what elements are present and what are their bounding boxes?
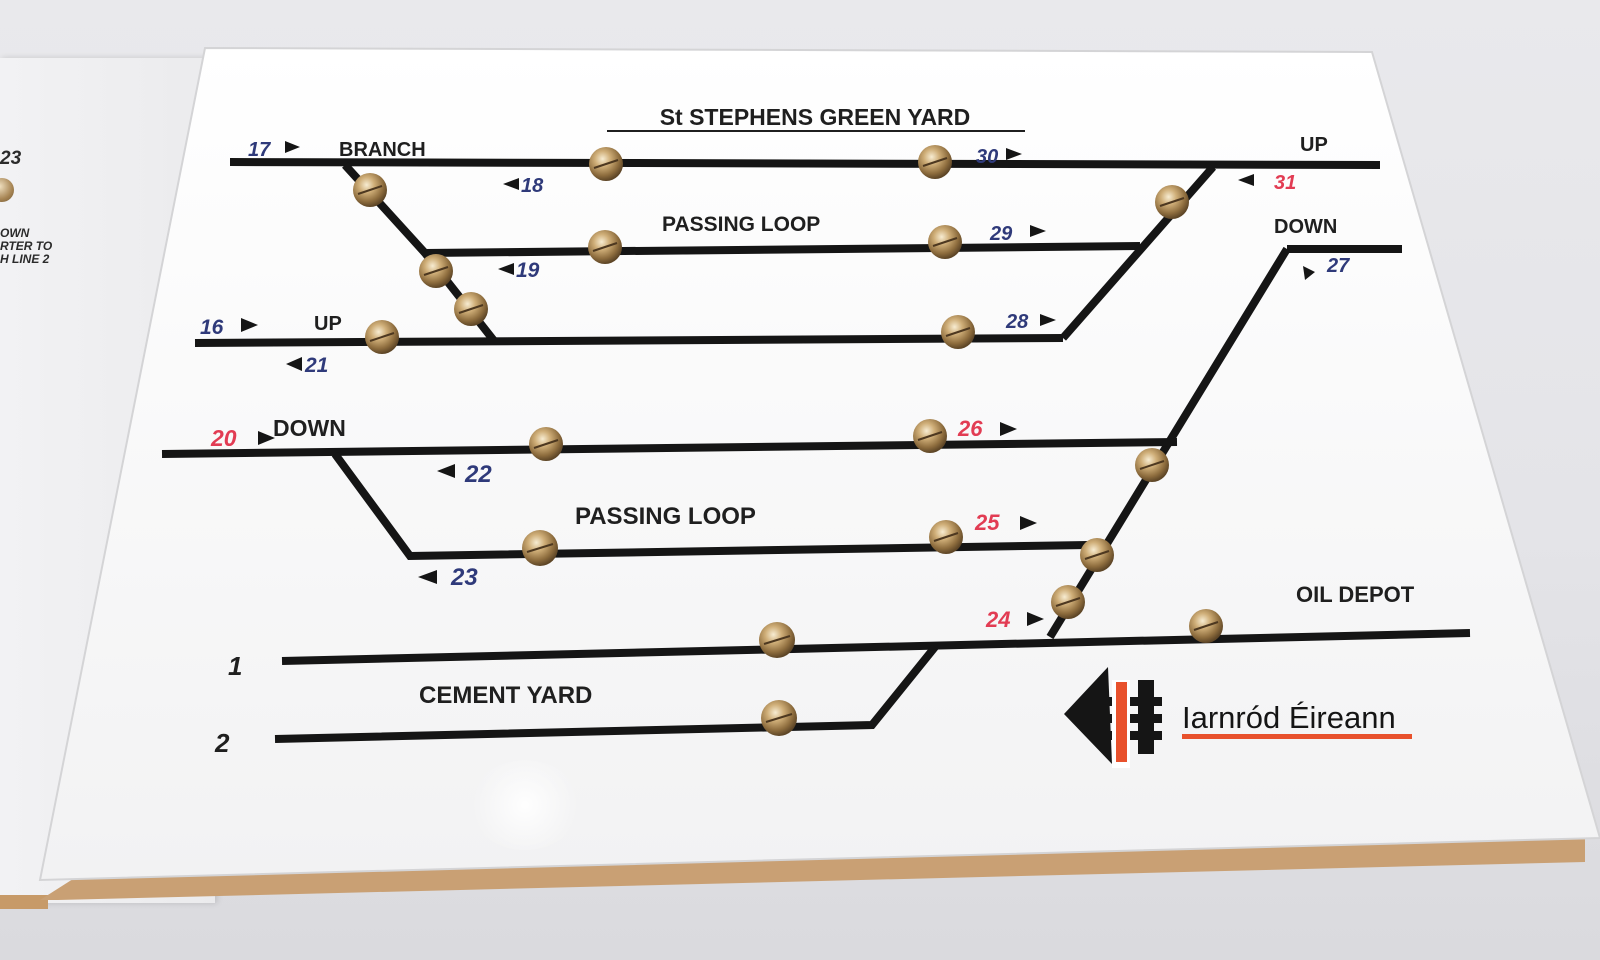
- point-button[interactable]: [365, 320, 399, 354]
- label-up-top: UP: [1300, 134, 1328, 156]
- signal-29: 29: [989, 223, 1013, 245]
- signal-16: 16: [200, 316, 224, 339]
- diagram-title: St STEPHENS GREEN YARD: [660, 104, 971, 130]
- point-button[interactable]: [913, 419, 947, 453]
- signal-21-arrow-icon: [286, 357, 302, 371]
- adjacent-panel-text-1: OWN: [0, 226, 30, 240]
- track-up-crossover: [1059, 164, 1217, 341]
- point-button[interactable]: [419, 254, 453, 288]
- point-button[interactable]: [928, 225, 962, 259]
- label-down-top: DOWN: [1274, 216, 1337, 238]
- point-button[interactable]: [761, 700, 797, 736]
- point-button[interactable]: [759, 622, 795, 658]
- signal-24: 24: [985, 607, 1010, 632]
- tracks: [161, 158, 1471, 743]
- point-button[interactable]: [588, 230, 622, 264]
- signal-25: 25: [974, 510, 1000, 535]
- panel-edge: [0, 895, 48, 909]
- point-button[interactable]: [1135, 448, 1169, 482]
- signal-17-arrow-icon: [285, 141, 300, 153]
- adjacent-panel-text-2: RTER TO: [0, 239, 53, 253]
- signal-28-arrow-icon: [1040, 314, 1056, 326]
- point-buttons: [353, 145, 1223, 736]
- signal-24-arrow-icon: [1027, 612, 1044, 626]
- signal-23: 23: [450, 564, 478, 591]
- label-oil-depot: OIL DEPOT: [1296, 582, 1415, 607]
- signal-20-arrow-icon: [258, 431, 275, 445]
- logo-text: Iarnród Éireann: [1182, 700, 1396, 735]
- point-button[interactable]: [1155, 185, 1189, 219]
- label-passing-loop-lower: PASSING LOOP: [575, 503, 756, 530]
- track-up-main: [229, 158, 1381, 169]
- point-button[interactable]: [522, 530, 558, 566]
- signal-30-arrow-icon: [1006, 148, 1022, 160]
- label-branch: BRANCH: [339, 139, 426, 161]
- track-down-mid: [161, 438, 1178, 458]
- point-button[interactable]: [353, 173, 387, 207]
- signal-26-arrow-icon: [1000, 422, 1017, 436]
- signal-26: 26: [957, 416, 983, 441]
- signal-19-arrow-icon: [498, 263, 514, 275]
- signal-31-arrow-icon: [1238, 174, 1254, 186]
- point-button[interactable]: [918, 145, 952, 179]
- track-up-lower: [194, 334, 1064, 347]
- track-siding-1: [281, 629, 1471, 665]
- point-button[interactable]: [589, 147, 623, 181]
- signal-18-arrow-icon: [503, 178, 519, 190]
- signal-22-arrow-icon: [437, 464, 455, 478]
- signal-21: 21: [304, 354, 328, 377]
- point-button[interactable]: [941, 315, 975, 349]
- signal-17: 17: [248, 139, 271, 161]
- signal-19: 19: [516, 259, 540, 282]
- label-siding-1: 1: [228, 651, 242, 681]
- label-passing-loop-upper: PASSING LOOP: [662, 213, 820, 236]
- track-passing-loop-lower: [331, 451, 1089, 561]
- point-button[interactable]: [1189, 609, 1223, 643]
- adjacent-panel-text-3: H LINE 2: [0, 252, 50, 266]
- adjacent-panel-button[interactable]: [0, 178, 14, 202]
- signal-20: 20: [210, 425, 237, 451]
- adjacent-panel-number: 23: [0, 148, 22, 169]
- label-up-mid: UP: [314, 313, 342, 335]
- point-button[interactable]: [454, 292, 488, 326]
- track-siding-2: [274, 644, 939, 743]
- label-siding-2: 2: [214, 728, 230, 758]
- signal-29-arrow-icon: [1030, 225, 1046, 237]
- signal-16-arrow-icon: [241, 318, 258, 332]
- iarnrod-eireann-logo-icon: [1064, 667, 1162, 768]
- track-passing-loop-upper: [424, 242, 1141, 257]
- signal-22: 22: [464, 461, 492, 488]
- board-surface: [38, 46, 1600, 882]
- signal-28: 28: [1005, 311, 1029, 333]
- signal-31: 31: [1274, 172, 1296, 194]
- label-down-mid: DOWN: [273, 415, 346, 441]
- point-button[interactable]: [929, 520, 963, 554]
- signal-30: 30: [976, 146, 998, 168]
- signal-27: 27: [1326, 255, 1350, 277]
- signal-25-arrow-icon: [1020, 516, 1037, 530]
- signal-18: 18: [521, 175, 544, 197]
- point-button[interactable]: [529, 427, 563, 461]
- point-button[interactable]: [1051, 585, 1085, 619]
- label-cement-yard: CEMENT YARD: [419, 682, 592, 709]
- logo-underline: [1182, 734, 1412, 739]
- signal-27-arrow-icon: [1303, 266, 1315, 280]
- signal-23-arrow-icon: [418, 570, 437, 584]
- point-button[interactable]: [1080, 538, 1114, 572]
